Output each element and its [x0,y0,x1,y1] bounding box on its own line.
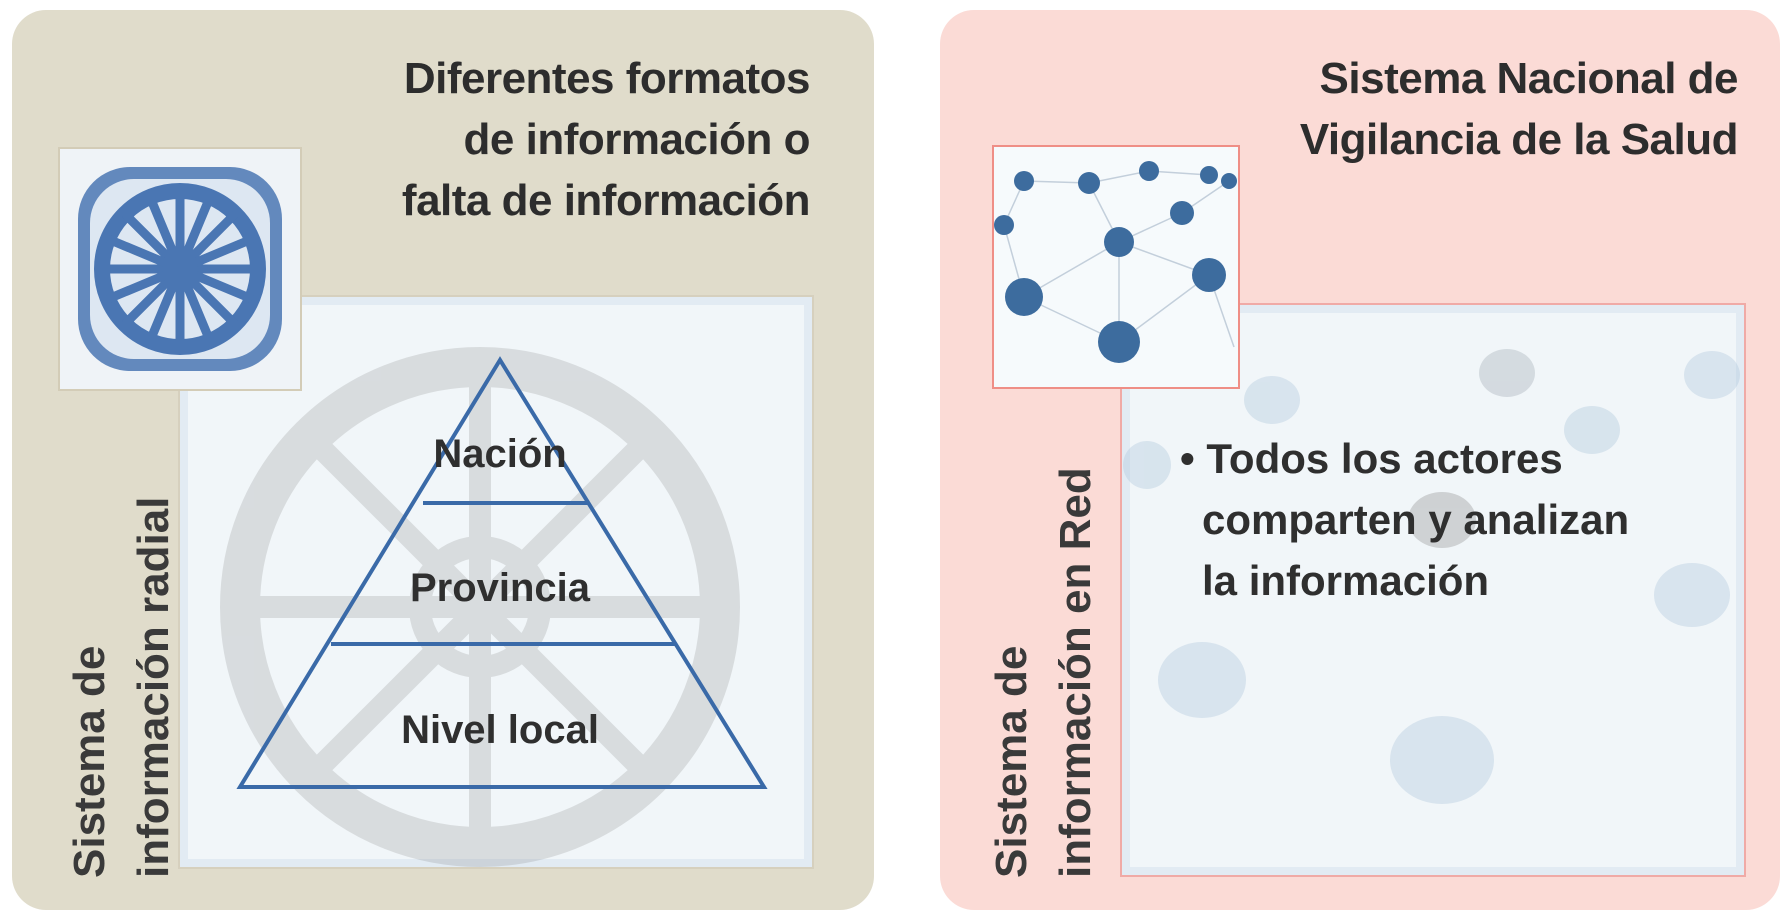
right-vlabel-line-1: Sistema de [987,645,1036,878]
right-vlabel-line-2: información en Red [1051,467,1100,878]
network-bullet-text: • Todos los actores comparten y analizan… [1180,428,1629,611]
network-icon [994,161,1237,363]
bullet-line-2: comparten y analizan [1202,496,1630,543]
faded-network-background [1123,349,1740,804]
network-thumbnail [992,145,1240,389]
left-panel-heading: Diferentes formatos de información o fal… [401,48,811,231]
radial-diagram-box [178,295,814,869]
right-panel-heading: Sistema Nacional de Vigilancia de la Sal… [1299,48,1739,170]
pyramid-level-nivel-local: Nivel local [401,708,599,752]
left-heading-line-3: falta de información [401,176,811,225]
left-vlabel-line-1: Sistema de [65,645,114,878]
network-system-vertical-label: Sistema de información en Red [980,467,1108,878]
radial-system-vertical-label: Sistema de información radial [58,497,186,878]
faded-wheel-background [220,347,740,867]
right-heading-line-2: Vigilancia de la Salud [1299,115,1739,164]
wheel-icon [78,167,282,371]
bullet-line-3: la información [1202,557,1490,604]
right-heading-line-1: Sistema Nacional de [1319,54,1739,103]
pyramid-outline [236,356,768,789]
left-heading-line-2: de información o [463,115,811,164]
left-heading-line-1: Diferentes formatos [403,54,811,103]
left-vlabel-line-2: información radial [129,496,178,878]
bullet-line-1: • Todos los actores [1180,435,1563,482]
pyramid-level-nacion: Nación [433,432,567,476]
wheel-thumbnail [58,147,302,391]
network-diagram-box [1120,303,1746,877]
pyramid-level-provincia: Provincia [409,566,591,610]
